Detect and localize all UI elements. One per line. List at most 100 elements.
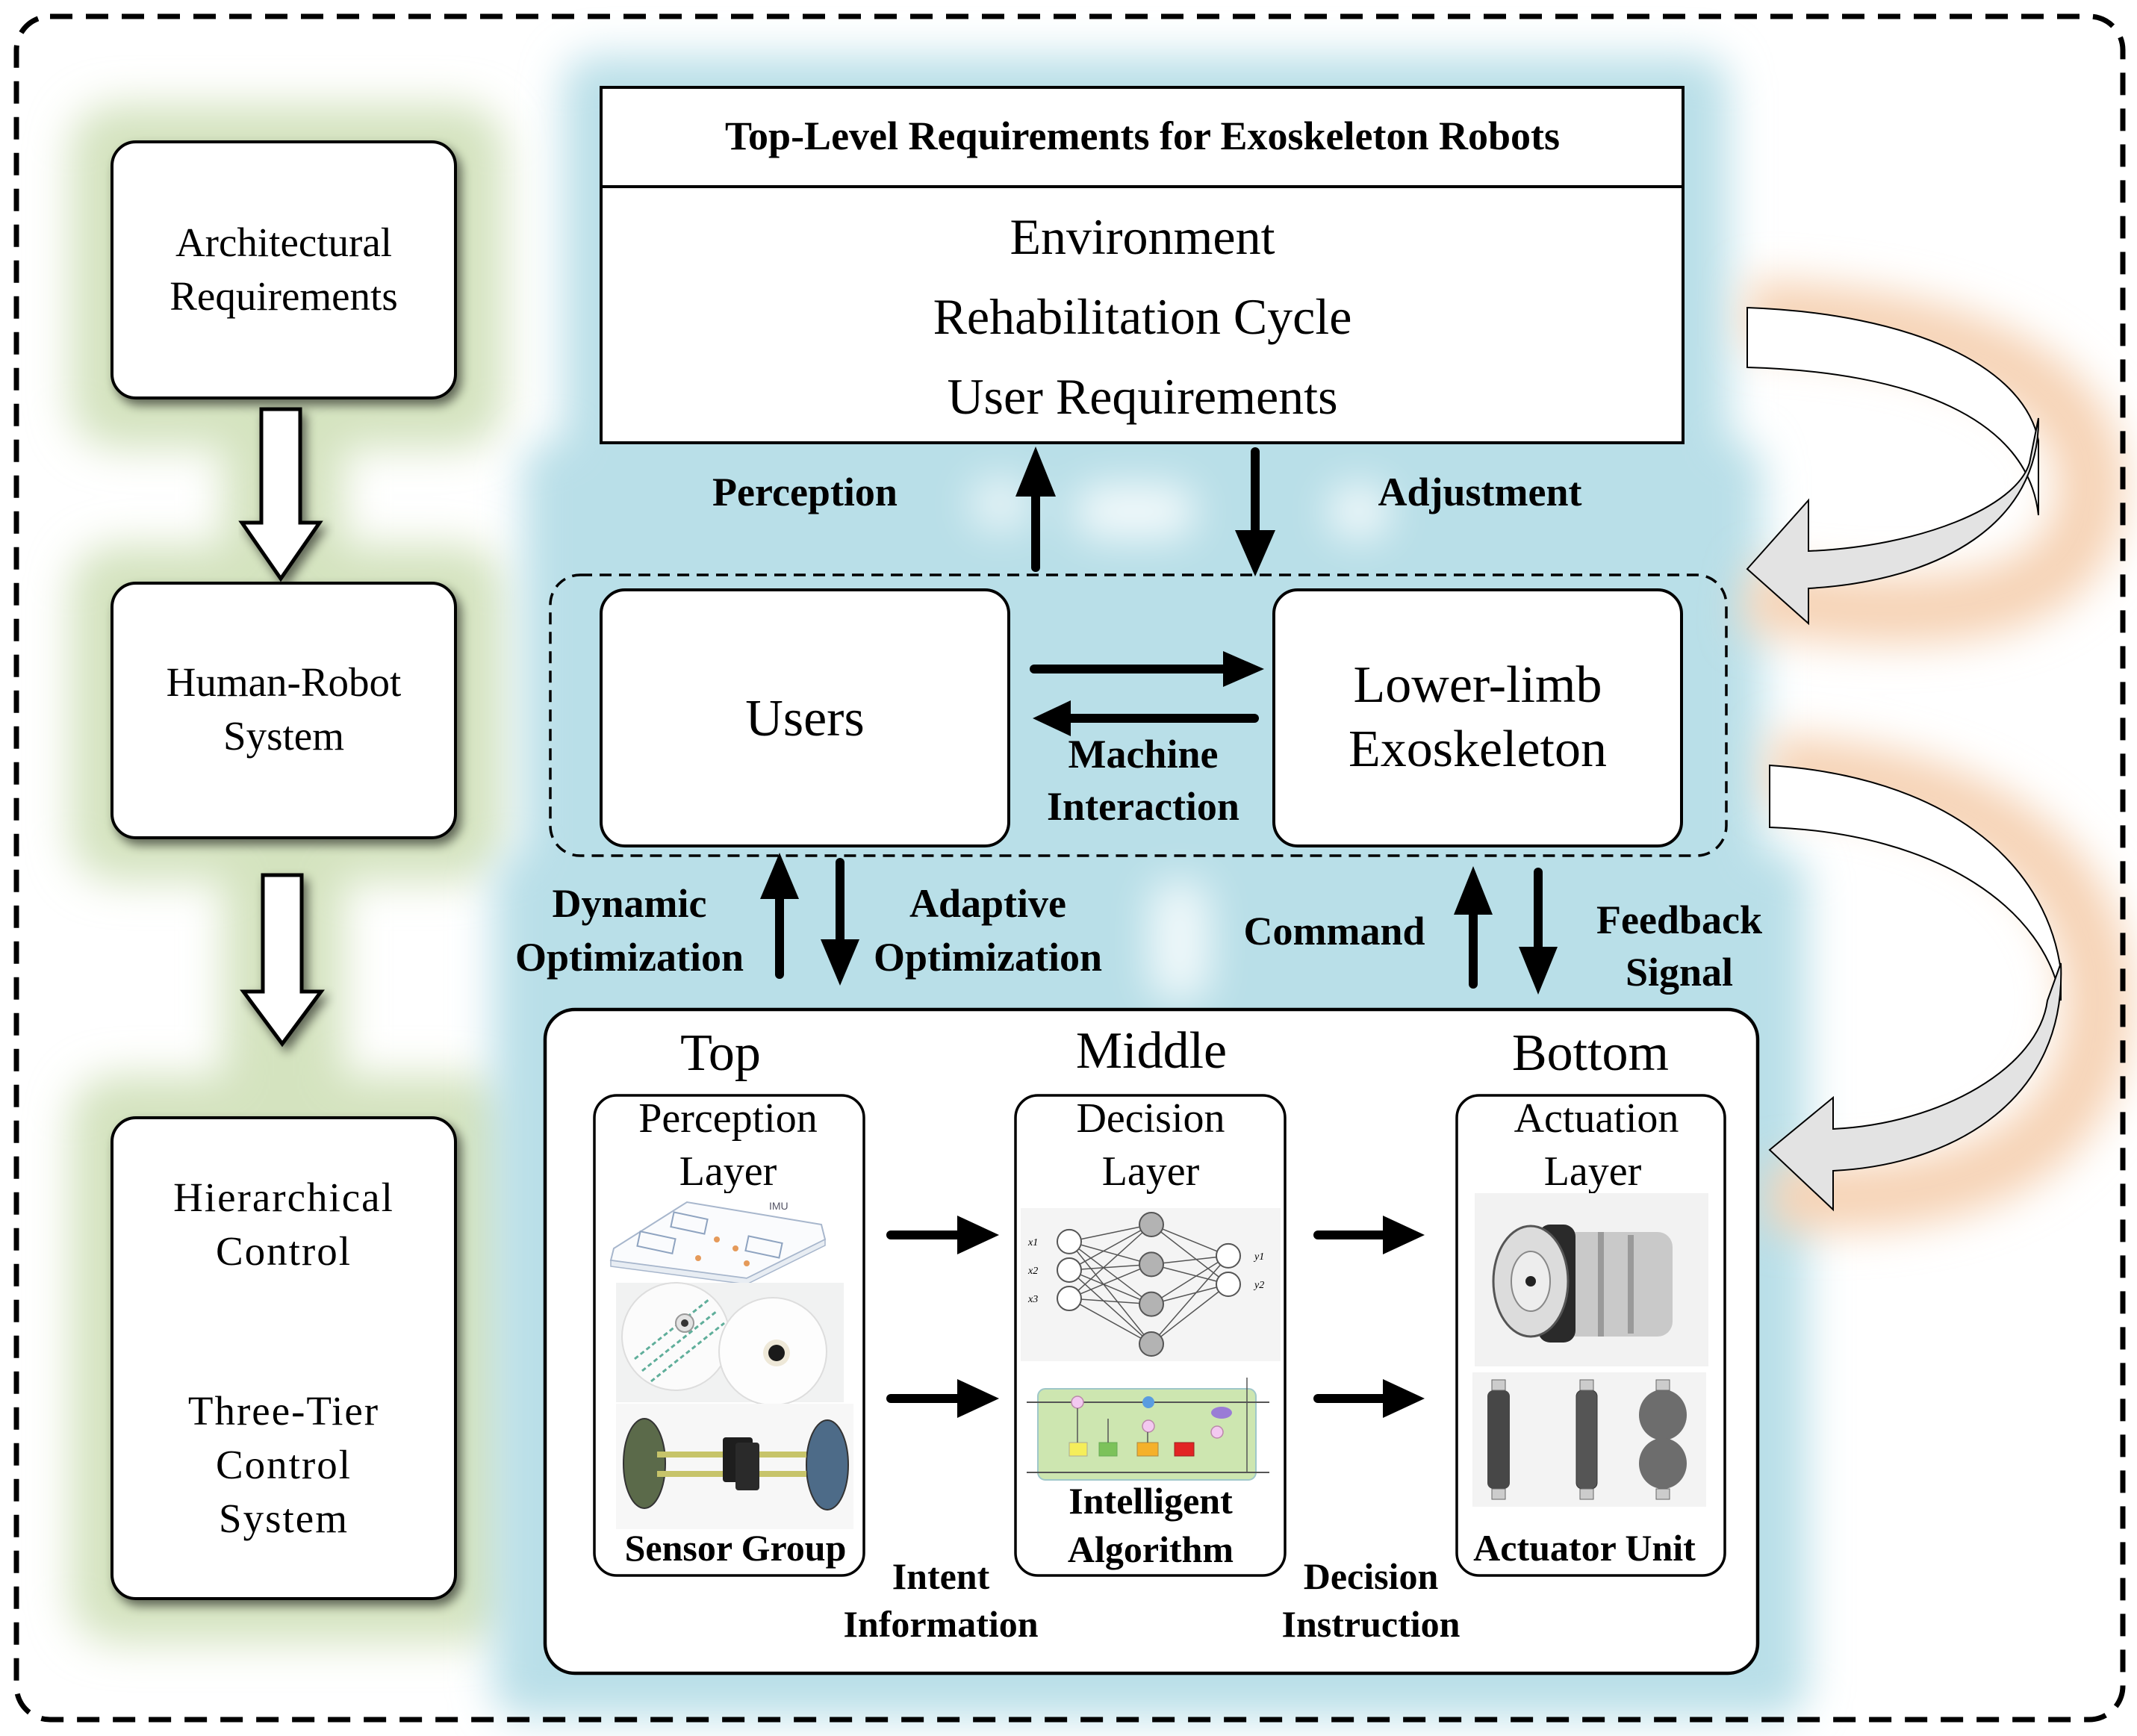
nn-node [1139,1212,1164,1237]
perception-label: Perception [712,470,898,514]
down-arrow-1-icon [238,407,323,582]
requirement-rehabilitation-cycle: Rehabilitation Cycle [933,288,1352,345]
feedback-signal-line2: Signal [1626,950,1733,995]
nn-node [1216,1242,1241,1269]
intent-information-line1: Intent [892,1555,990,1597]
nn-connection [1151,1224,1229,1285]
human-robot-line1: Human-Robot [167,659,402,705]
lstm-cell-image [1021,1372,1281,1499]
exoskeleton-line1: Lower-limb [1354,656,1602,714]
users-box: Users [600,588,1010,847]
exoskeleton-line2: Exoskeleton [1349,721,1607,778]
nn-connection [1068,1241,1152,1305]
actuation-layer-box: Actuation Layer Actuator Unit [1455,1094,1726,1577]
human-robot-system-box: Human-Robot System [111,582,457,839]
white-blur-patches [971,478,1389,1001]
decision-layer-line2: Layer [1102,1148,1200,1195]
lower-limb-exoskeleton-box: Lower-limb Exoskeleton [1272,588,1683,847]
perception-layer-line1: Perception [638,1095,817,1142]
nn-input-label: x2 [1027,1266,1038,1277]
nn-connection [1068,1241,1152,1345]
tier-top-label: Top [680,1024,761,1082]
nn-connection [1151,1263,1229,1285]
perception-layer-box: Perception Layer IMU [593,1094,865,1577]
adjustment-label: Adjustment [1378,470,1581,514]
nn-node [1057,1257,1082,1283]
interaction-left-arrow-icon [1033,700,1259,736]
nn-output-label: y2 [1253,1280,1264,1291]
nn-connection [1151,1255,1229,1345]
dynamic-up-arrow-icon [760,853,799,979]
decision-arrow-lower-icon [1313,1379,1425,1418]
architectural-label-line2: Requirements [169,273,397,319]
feedback-signal-line1: Feedback [1596,897,1762,942]
nn-node [1139,1251,1164,1278]
nn-connection [1151,1284,1229,1345]
neural-network-image: x1 x2 x3 y1 y2 [1021,1208,1281,1361]
nn-input-label: x1 [1027,1237,1038,1248]
adaptive-down-arrow-icon [821,858,859,986]
nn-connection [1068,1224,1152,1299]
intelligent-algorithm-line1: Intelligent [1068,1480,1233,1522]
intent-information-line2: Information [843,1603,1038,1645]
architectural-label-line1: Architectural [175,220,392,265]
nn-connection [1151,1284,1229,1305]
three-tier-line3: System [219,1496,349,1541]
nn-node [1057,1228,1082,1254]
nn-connection [1068,1298,1152,1345]
decision-layer-line1: Decision [1076,1095,1225,1142]
rotary-actuator-image [1475,1193,1708,1366]
imu-sensor-image: IMU [606,1193,830,1285]
nn-connection [1068,1263,1152,1271]
nn-input-label: x3 [1027,1294,1038,1305]
hierarchical-control-box: Hierarchical Control Three-Tier Control … [111,1116,457,1600]
decision-instruction-line2: Instruction [1282,1603,1461,1645]
nn-connection [1068,1298,1152,1305]
intent-arrow-lower-icon [886,1379,999,1418]
command-label: Command [1243,909,1425,953]
architectural-requirements-box: Architectural Requirements [111,140,457,399]
perception-layer-line2: Layer [679,1148,777,1195]
nn-node [1057,1286,1082,1312]
users-label: Users [745,690,864,747]
requirement-user-requirements: User Requirements [947,368,1337,425]
nn-connection [1068,1269,1152,1305]
perception-up-arrow-icon [1015,447,1056,572]
command-up-arrow-icon [1454,866,1493,989]
actuation-layer-line1: Actuation [1514,1095,1679,1142]
nn-connection [1068,1263,1152,1299]
nn-connection [1151,1255,1229,1305]
nn-node [1139,1291,1164,1317]
three-tier-line2: Control [216,1442,352,1487]
tier-middle-label: Middle [1076,1022,1227,1080]
nn-connection [1068,1241,1152,1266]
emg-electrode-image [616,1282,844,1406]
interaction-dashed-group [549,573,1728,857]
adaptive-optimization-line1: Adaptive [909,881,1066,926]
actuator-unit-caption: Actuator Unit [1473,1527,1696,1569]
tier-bottom-label: Bottom [1512,1024,1669,1082]
orange-glow-background [1742,280,2133,1231]
machine-interaction-line2: Interaction [1047,784,1239,829]
pneumatic-muscle-image [1472,1372,1706,1507]
imu-text: IMU [769,1200,788,1212]
actuation-layer-line2: Layer [1544,1148,1642,1195]
dynamic-optimization-line1: Dynamic [553,881,707,926]
interaction-right-arrow-icon [1030,651,1264,687]
human-robot-line2: System [223,713,344,759]
top-level-requirements-box: Top-Level Requirements for Exoskeleton R… [600,86,1685,444]
nn-output-label: y1 [1253,1251,1264,1263]
sensor-group-caption: Sensor Group [625,1527,847,1569]
decision-arrow-upper-icon [1313,1216,1425,1254]
curved-arrow-upper-icon [1746,306,2040,626]
nn-connection [1068,1269,1152,1345]
adjustment-down-arrow-icon [1235,447,1275,576]
nn-connection [1068,1224,1152,1242]
down-arrow-2-icon [240,873,325,1048]
adaptive-optimization-line2: Optimization [874,935,1102,980]
nn-connection [1151,1255,1229,1266]
pressure-insole-image [616,1404,853,1529]
top-level-requirements-title: Top-Level Requirements for Exoskeleton R… [725,113,1560,158]
